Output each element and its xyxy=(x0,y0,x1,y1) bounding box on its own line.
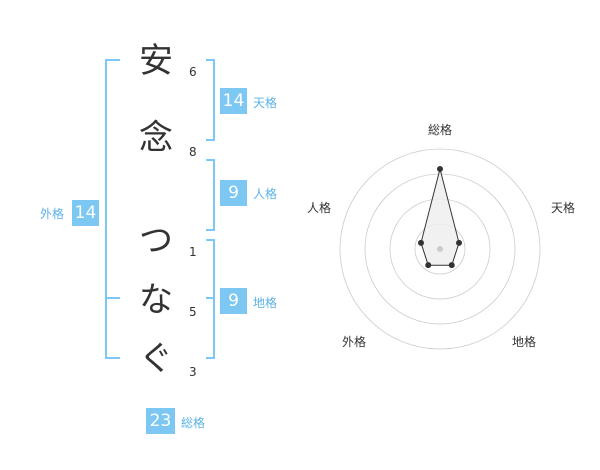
radar-point-4 xyxy=(425,262,432,269)
name-char-4: な xyxy=(139,280,173,320)
name-char-5: ぐ xyxy=(139,339,173,379)
gaikaku-label: 外格 xyxy=(40,207,65,221)
tenkaku-badge: 14 xyxy=(220,88,247,114)
radar-axis-label-gaikaku: 外格 xyxy=(342,335,367,349)
stroke-count-5: 3 xyxy=(189,365,197,379)
stroke-count-4: 5 xyxy=(189,305,197,319)
jinkaku-badge: 9 xyxy=(220,180,247,206)
radar-axis-label-soukaku: 総格 xyxy=(428,123,453,137)
radar-axis-label-jinkaku: 人格 xyxy=(307,201,332,215)
radar-center-dot xyxy=(437,246,443,252)
chikaku-badge: 9 xyxy=(220,288,247,314)
soukaku-label: 総格 xyxy=(181,416,206,430)
stroke-count-1: 6 xyxy=(189,65,197,79)
radar-axis-label-chikaku: 地格 xyxy=(512,335,537,349)
soukaku-badge: 23 xyxy=(146,408,175,434)
gaikaku-bracket xyxy=(105,59,120,359)
radar-point-3 xyxy=(448,262,455,269)
radar-point-1 xyxy=(437,166,443,172)
radar-point-5 xyxy=(417,239,424,246)
name-char-3: つ xyxy=(139,221,173,261)
stroke-count-2: 8 xyxy=(189,145,197,159)
jinkaku-bracket xyxy=(206,159,215,231)
radar-area xyxy=(420,168,460,266)
radar-ring xyxy=(339,148,541,350)
stroke-count-3: 1 xyxy=(189,245,197,259)
radar-axis-label-tenkaku: 天格 xyxy=(551,201,576,215)
jinkaku-label: 人格 xyxy=(253,187,278,201)
name-char-2: 念 xyxy=(139,118,173,158)
tenkaku-label: 天格 xyxy=(253,96,278,110)
chikaku-label: 地格 xyxy=(253,296,278,310)
gaikaku-badge: 14 xyxy=(72,200,99,226)
radar-point-2 xyxy=(456,239,463,246)
name-char-1: 安 xyxy=(139,41,173,81)
tenkaku-bracket xyxy=(206,59,215,141)
